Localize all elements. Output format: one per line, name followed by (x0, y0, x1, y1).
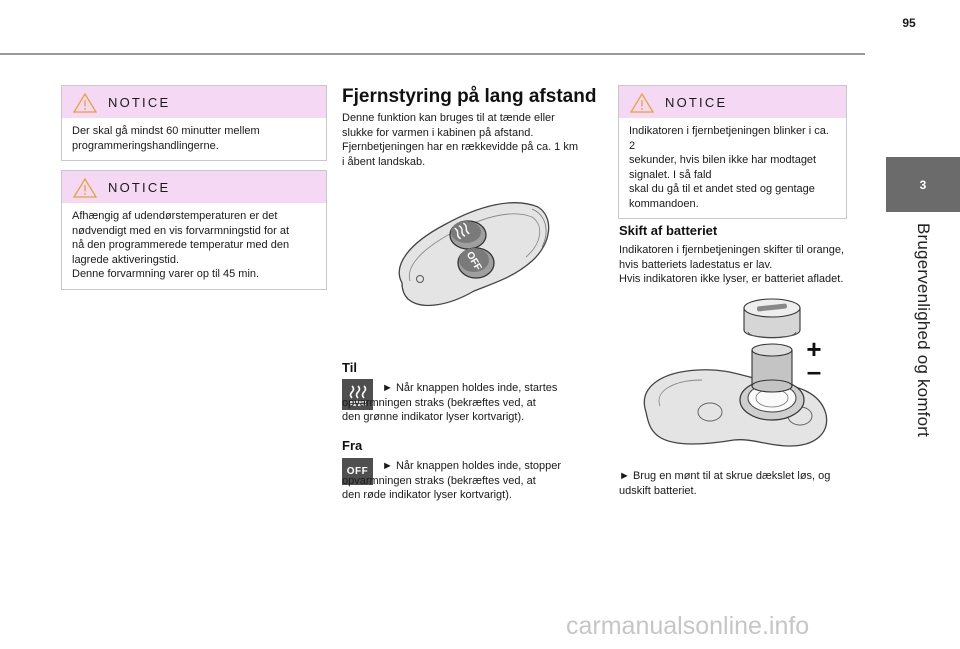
notice-header: NOTICE (619, 86, 846, 118)
minus-pole-label: – (807, 356, 821, 386)
heating-on-icon (342, 379, 373, 410)
plus-pole-label: + (806, 334, 821, 364)
off-badge-icon: OFF (342, 458, 373, 485)
notice-box-3: NOTICE Indikatoren i fjernbetjeningen bl… (618, 85, 847, 219)
fra-text: ► Når knappen holdes inde, stopper opvar… (342, 460, 562, 501)
watermark: carmanualsonline.info (566, 612, 810, 640)
notice-title: NOTICE (108, 95, 171, 110)
notice-text: Indikatoren i fjernbetjeningen blinker i… (629, 125, 829, 210)
warning-triangle-icon (629, 92, 655, 113)
battery-text: Indikatoren i fjernbetjeningen skifter t… (619, 244, 845, 285)
page-number: 95 (902, 16, 916, 30)
notice-title: NOTICE (665, 95, 728, 110)
notice-header: NOTICE (62, 86, 326, 118)
chapter-tab[interactable]: 3 (886, 157, 960, 212)
chapter-title: Brugervenlighed og komfort (914, 223, 933, 438)
battery-heading: Skift af batteriet (619, 223, 718, 238)
section-heading-remote: Fjernstyring på lang afstand (342, 86, 597, 107)
battery-caption: ► Brug en mønt til at skrue dækslet løs,… (619, 470, 831, 497)
battery-replacement-illustration: + – (643, 298, 828, 447)
notice-title: NOTICE (108, 180, 171, 195)
remote-intro-text: Denne funktion kan bruges til at tænde e… (342, 112, 579, 168)
til-text: ► Når knappen holdes inde, startes opvar… (342, 382, 558, 423)
remote-control-illustration: OFF (398, 202, 550, 307)
notice-text: Afhængig af udendørstemperaturen er det … (72, 210, 290, 280)
warning-triangle-icon (72, 92, 98, 113)
notice-box-1: NOTICE Der skal gå mindst 60 minutter me… (61, 85, 327, 161)
header-rule (0, 53, 865, 55)
til-heading: Til (342, 360, 357, 375)
chapter-sidebar: Brugervenlighed og komfort (886, 215, 960, 649)
notice-box-2: NOTICE Afhængig af udendørstemperaturen … (61, 170, 327, 290)
notice-header: NOTICE (62, 171, 326, 203)
fra-heading: Fra (342, 438, 363, 453)
warning-triangle-icon (72, 177, 98, 198)
notice-text: Der skal gå mindst 60 minutter mellem pr… (72, 125, 260, 152)
